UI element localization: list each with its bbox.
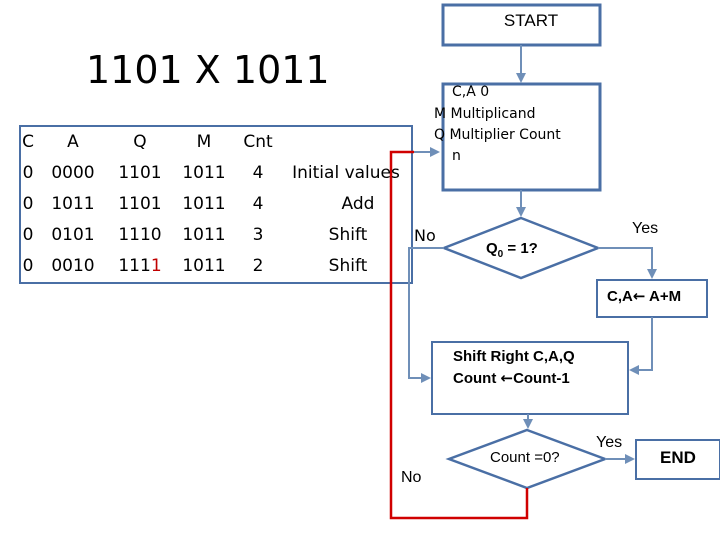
row0-m: 1011 bbox=[182, 163, 226, 183]
row1-a: 1011 bbox=[51, 194, 95, 214]
row2-q: 1110 bbox=[118, 225, 162, 245]
add-box bbox=[596, 279, 708, 318]
row0-c: 0 bbox=[22, 163, 34, 183]
header-cnt: Cnt bbox=[243, 132, 273, 152]
decision-q0-diamond bbox=[440, 216, 602, 280]
decision1-label: Q0 = 1? bbox=[486, 240, 538, 260]
row1-q: 1101 bbox=[118, 194, 162, 214]
start-label: START bbox=[503, 11, 559, 30]
loop-back-line bbox=[389, 150, 529, 520]
row2-note: Shift bbox=[328, 225, 368, 245]
left-arrow-icon: ← bbox=[632, 287, 646, 305]
row3-m: 1011 bbox=[182, 256, 226, 276]
row0-note: Initial values bbox=[292, 163, 400, 183]
row3-note: Shift bbox=[328, 256, 368, 276]
init-box bbox=[441, 82, 602, 192]
row3-c: 0 bbox=[22, 256, 34, 276]
row0-cnt: 4 bbox=[252, 163, 264, 183]
decision2-yes: Yes bbox=[596, 434, 623, 451]
row3-q-red-bit: 1 bbox=[150, 256, 162, 276]
header-m: M bbox=[196, 132, 212, 152]
row2-a: 0101 bbox=[51, 225, 95, 245]
shift-line-1: Shift Right C,A,Q bbox=[453, 348, 575, 365]
init-line-3: Q Multiplier Count bbox=[434, 127, 561, 143]
row2-cnt: 3 bbox=[252, 225, 264, 245]
row3-a: 0010 bbox=[51, 256, 95, 276]
end-box bbox=[635, 439, 720, 480]
page-title: 1101 X 1011 bbox=[86, 48, 330, 92]
decision2-no: No bbox=[401, 469, 422, 486]
row3-cnt: 2 bbox=[252, 256, 264, 276]
row2-c: 0 bbox=[22, 225, 34, 245]
decision2-label: Count =0? bbox=[490, 449, 560, 466]
row3-q-black-bits: 111 bbox=[118, 256, 151, 276]
row2-m: 1011 bbox=[182, 225, 226, 245]
decision1-yes: Yes bbox=[632, 220, 659, 237]
row0-a: 0000 bbox=[51, 163, 95, 183]
row0-q: 1101 bbox=[118, 163, 162, 183]
row1-cnt: 4 bbox=[252, 194, 264, 214]
init-line-4: n bbox=[452, 148, 461, 164]
decision1-no: No bbox=[414, 226, 436, 245]
add-step-label: C,A← A+M bbox=[607, 287, 682, 305]
register-table: C A Q M Cnt 0 0000 1101 1011 4 Initial v… bbox=[20, 126, 412, 283]
left-arrow-icon: ← bbox=[500, 369, 514, 387]
table-frame bbox=[19, 125, 413, 284]
end-label: END bbox=[660, 448, 696, 467]
arrow-add-shift bbox=[629, 317, 653, 375]
init-line-2: M Multiplicand bbox=[434, 106, 536, 122]
row3-q: 1111 bbox=[110, 256, 170, 276]
shift-line-2: Count ←Count-1 bbox=[453, 369, 570, 387]
header-q: Q bbox=[133, 132, 147, 152]
shift-box bbox=[431, 341, 629, 415]
arrow-yes1-add bbox=[598, 247, 657, 279]
row1-note: Add bbox=[341, 194, 375, 214]
header-c: C bbox=[22, 132, 34, 152]
arrow-no1-shift bbox=[408, 247, 444, 383]
init-line-1: C,A 0 bbox=[452, 84, 490, 100]
row1-c: 0 bbox=[22, 194, 34, 214]
header-a: A bbox=[67, 132, 79, 152]
row1-m: 1011 bbox=[182, 194, 226, 214]
